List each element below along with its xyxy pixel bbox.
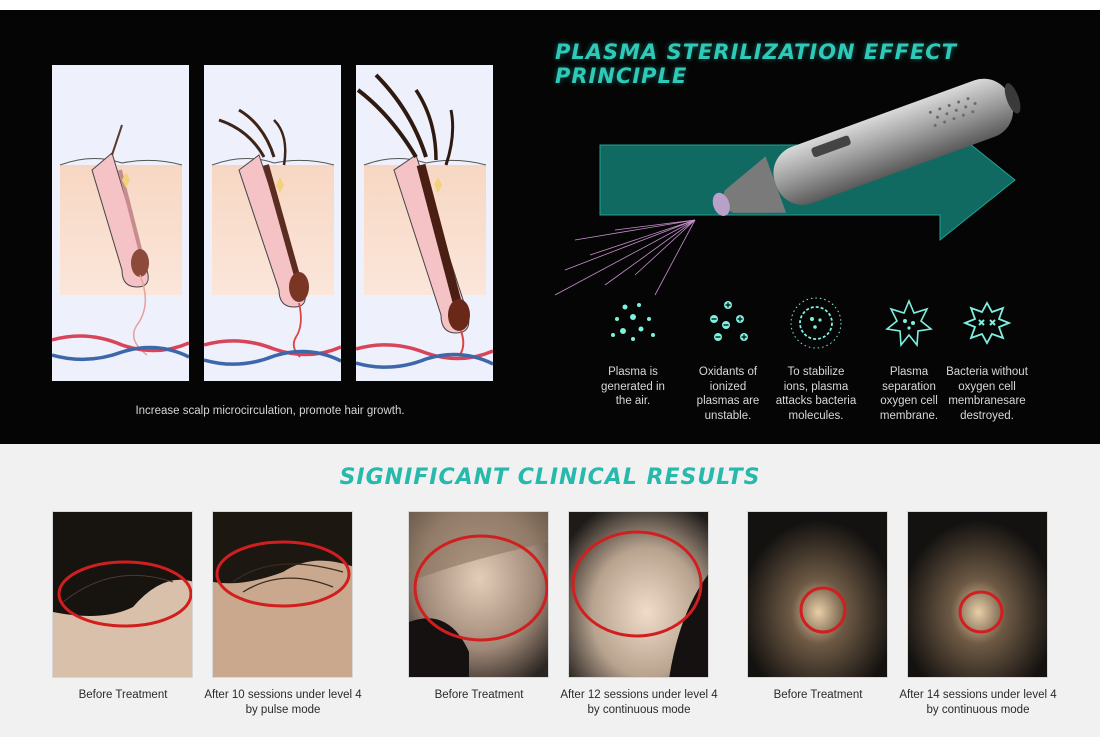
bacteria-destroyed-icon [962,301,1012,345]
dots-icon [611,303,655,341]
label-before-1: Before Treatment [78,689,168,701]
step-1: Plasma is generated in the air. [592,295,674,409]
step-4-text: Plasma separation oxygen cell membrane. [879,366,939,422]
step-5-text: Bacteria without oxygen cell membranesar… [946,366,1028,422]
step-3-text: To stabilize ions, plasma attacks bacter… [775,366,857,422]
step-2-text: Oxidants of ionized plasmas are unstable… [696,366,760,422]
label-before-3: Before Treatment [773,689,863,701]
photo-after-3 [907,511,1048,678]
membrane-icon [885,298,933,348]
plasma-principle-section: Increase scalp microcirculation, promote… [0,10,1100,444]
step-2: Oxidants of ionized plasmas are unstable… [687,295,769,423]
top-border [0,0,1100,10]
principle-title: PLASMA STERILIZATION EFFECT PRINCIPLE [555,40,958,88]
attack-icon [790,297,842,349]
sterilization-steps: Plasma is generated in the air. Oxidants… [592,295,1052,435]
step-1-text: Plasma is generated in the air. [601,366,665,407]
label-after-1: After 10 sessions under level 4 by pulse… [204,689,362,716]
follicle-diagram-1 [52,65,189,381]
clinical-results-title: SIGNIFICANT CLINICAL RESULTS [339,465,761,490]
label-after-2: After 12 sessions under level 4 by conti… [560,689,718,716]
photo-before-1 [52,511,193,678]
ions-icon [710,301,748,341]
left-caption: Increase scalp microcirculation, promote… [135,405,405,417]
follicle-diagram-3 [356,65,493,381]
photo-before-2 [408,511,549,678]
step-3: To stabilize ions, plasma attacks bacter… [775,295,857,423]
photo-after-2 [568,511,709,678]
label-before-2: Before Treatment [434,689,524,701]
follicle-diagram-2 [204,65,341,381]
step-5: Bacteria without oxygen cell membranesar… [946,295,1028,423]
plasma-pen-illustration [545,70,1065,310]
photo-after-1 [212,511,353,678]
step-4: Plasma separation oxygen cell membrane. [868,295,950,423]
photo-before-3 [747,511,888,678]
label-after-3: After 14 sessions under level 4 by conti… [899,689,1057,716]
